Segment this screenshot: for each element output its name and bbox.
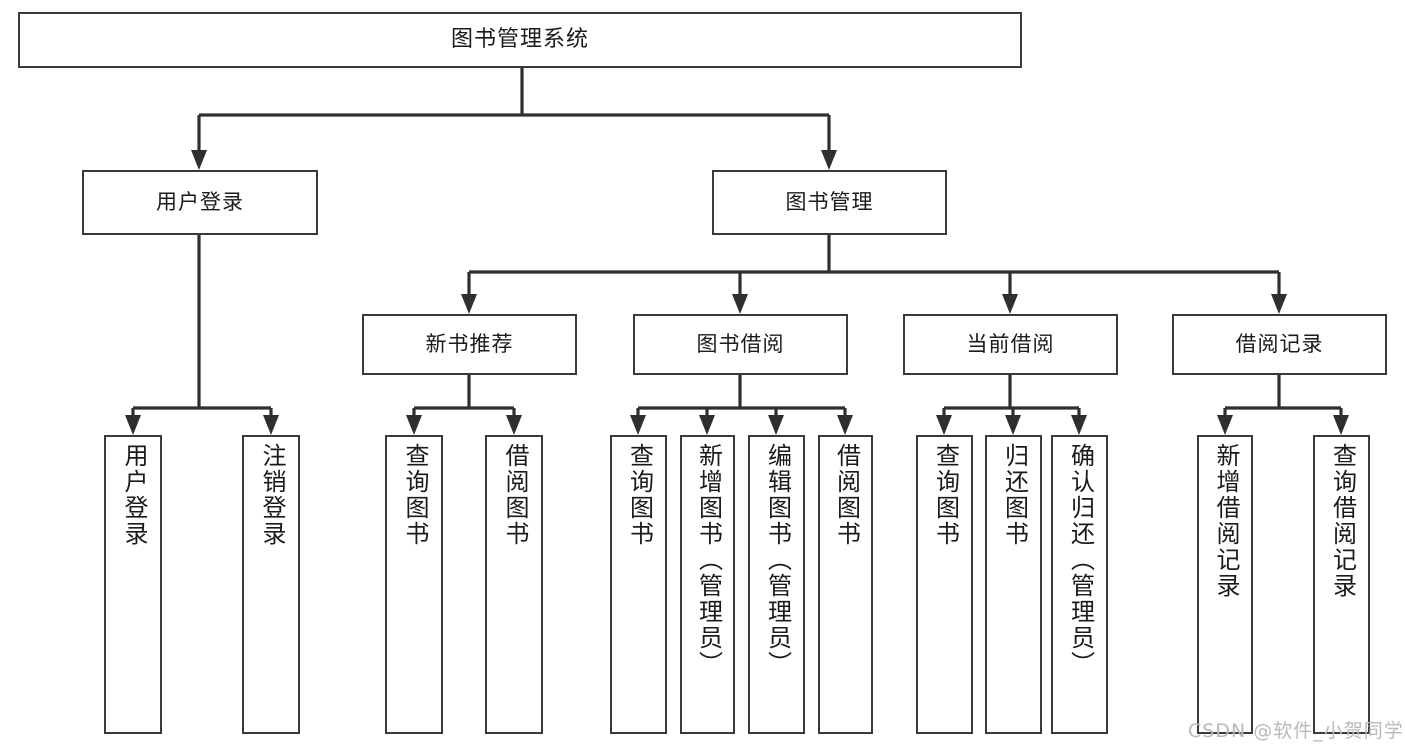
node-label: 用户登录 bbox=[119, 443, 148, 547]
node-label: 确认归还（管理员） bbox=[1066, 443, 1095, 677]
node-book-borrow[interactable]: 图书借阅 bbox=[633, 314, 848, 375]
arrowhead-icon bbox=[1333, 415, 1349, 435]
node-label: 用户登录 bbox=[156, 190, 244, 215]
arrowhead-icon bbox=[837, 415, 853, 435]
node-leaf-confirm-return[interactable]: 确认归还（管理员） bbox=[1051, 435, 1108, 734]
node-label: 新增借阅记录 bbox=[1211, 443, 1240, 599]
node-leaf-query-book-rec[interactable]: 查询图书 bbox=[385, 435, 443, 734]
arrowhead-icon bbox=[1071, 415, 1087, 435]
node-label: 当前借阅 bbox=[966, 332, 1055, 357]
node-label: 查询图书 bbox=[400, 443, 429, 547]
watermark-text: CSDN @软件_小贺同学 bbox=[1188, 720, 1404, 742]
node-leaf-user-logout[interactable]: 注销登录 bbox=[242, 435, 300, 734]
arrowhead-icon bbox=[191, 150, 207, 170]
arrowhead-icon bbox=[732, 294, 748, 314]
node-label: 编辑图书（管理员） bbox=[763, 443, 792, 677]
node-label: 查询图书 bbox=[931, 443, 960, 547]
node-label: 查询图书 bbox=[625, 443, 654, 547]
arrowhead-icon bbox=[768, 415, 784, 435]
node-leaf-query-record[interactable]: 查询借阅记录 bbox=[1313, 435, 1370, 734]
node-label: 借阅记录 bbox=[1235, 332, 1324, 357]
arrowhead-icon bbox=[821, 150, 837, 170]
arrowhead-icon bbox=[936, 415, 952, 435]
node-borrow-record[interactable]: 借阅记录 bbox=[1172, 314, 1387, 375]
node-label: 借阅图书 bbox=[832, 443, 861, 547]
arrowhead-icon bbox=[1005, 415, 1021, 435]
arrowhead-icon bbox=[263, 415, 279, 435]
arrowhead-icon bbox=[1002, 294, 1018, 314]
node-leaf-add-record[interactable]: 新增借阅记录 bbox=[1197, 435, 1253, 734]
arrowhead-icon bbox=[1217, 415, 1233, 435]
node-label: 借阅图书 bbox=[500, 443, 529, 547]
node-label: 图书借阅 bbox=[696, 332, 785, 357]
arrowhead-icon bbox=[1271, 294, 1287, 314]
node-leaf-borrow-book-rec[interactable]: 借阅图书 bbox=[485, 435, 543, 734]
arrowhead-icon bbox=[506, 415, 522, 435]
node-label: 新增图书（管理员） bbox=[694, 443, 723, 677]
node-label: 图书管理系统 bbox=[450, 27, 589, 53]
arrowhead-icon bbox=[461, 294, 477, 314]
node-book-management[interactable]: 图书管理 bbox=[712, 170, 947, 235]
node-leaf-query-book-borrow[interactable]: 查询图书 bbox=[610, 435, 667, 734]
node-new-book-recommend[interactable]: 新书推荐 bbox=[362, 314, 577, 375]
node-leaf-return-book[interactable]: 归还图书 bbox=[985, 435, 1042, 734]
node-current-borrow[interactable]: 当前借阅 bbox=[903, 314, 1118, 375]
node-label: 注销登录 bbox=[257, 443, 286, 547]
node-label: 图书管理 bbox=[785, 190, 874, 215]
node-label: 查询借阅记录 bbox=[1328, 443, 1357, 599]
arrowhead-icon bbox=[406, 415, 422, 435]
node-leaf-borrow-book[interactable]: 借阅图书 bbox=[818, 435, 873, 734]
node-label: 新书推荐 bbox=[425, 332, 514, 357]
node-root[interactable]: 图书管理系统 bbox=[18, 12, 1022, 68]
node-leaf-query-book-current[interactable]: 查询图书 bbox=[916, 435, 973, 734]
node-leaf-user-login[interactable]: 用户登录 bbox=[104, 435, 162, 734]
node-leaf-add-book[interactable]: 新增图书（管理员） bbox=[680, 435, 735, 734]
arrowhead-icon bbox=[630, 415, 646, 435]
node-leaf-edit-book[interactable]: 编辑图书（管理员） bbox=[748, 435, 805, 734]
arrowhead-icon bbox=[125, 415, 141, 435]
node-label: 归还图书 bbox=[1000, 443, 1029, 547]
node-user-login[interactable]: 用户登录 bbox=[82, 170, 318, 235]
arrowhead-icon bbox=[699, 415, 715, 435]
